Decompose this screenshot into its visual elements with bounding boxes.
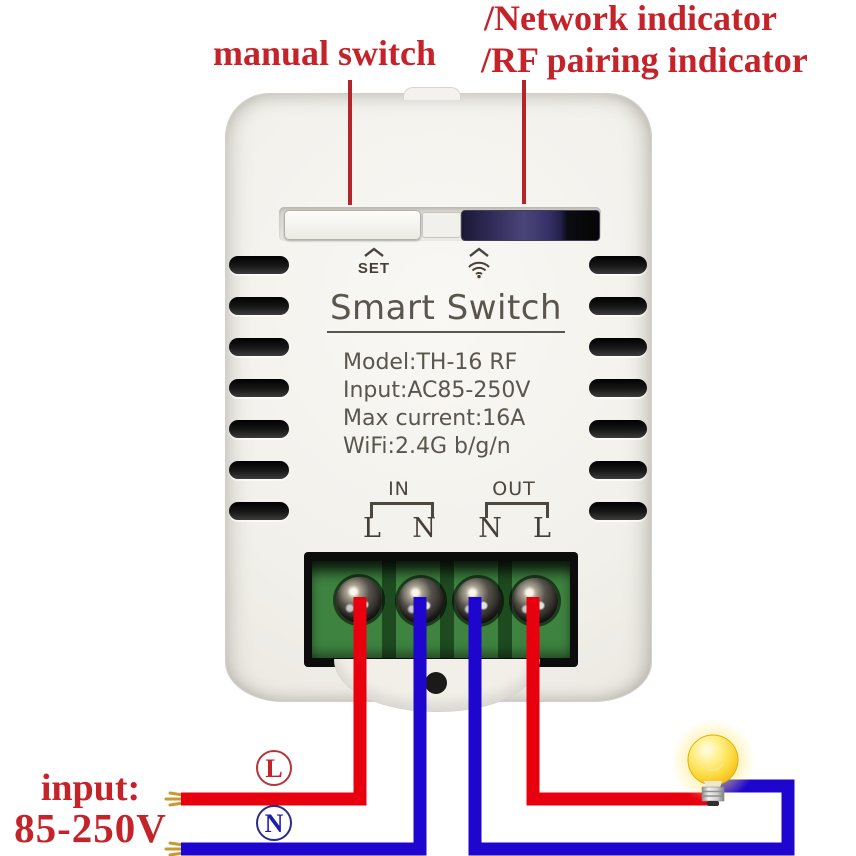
pin-out-neutral: N [478, 513, 502, 544]
in-bracket [370, 502, 434, 518]
in-label: IN [388, 478, 410, 500]
wire-input-live [181, 597, 367, 806]
bare-wire-tip [164, 791, 185, 856]
light-bulb-icon [671, 719, 755, 806]
vent-slot [229, 338, 289, 356]
vent-slot [589, 338, 647, 356]
vent-slot [589, 420, 647, 438]
live-wire-badge: L [256, 750, 292, 786]
button-divider [422, 212, 461, 238]
vent-slot [589, 502, 647, 520]
device-title: Smart Switch [286, 288, 606, 333]
spec-line-wifi: WiFi:2.4G b/g/n [343, 434, 511, 459]
network-indicator-label: /Network indicator [484, 0, 777, 38]
top-tab [403, 87, 461, 100]
pointer-line-indicator [522, 80, 526, 204]
device-specs: Model:TH-16 RF Input:AC85-250V Max curre… [343, 349, 530, 461]
pin-in-neutral: N [412, 513, 436, 544]
wire-input-neutral [181, 597, 427, 856]
vent-slot [229, 297, 289, 315]
input-voltage: 85-250V [14, 805, 167, 851]
mounting-hole [425, 672, 447, 694]
neutral-wire-badge: N [256, 805, 292, 841]
vent-slot [589, 297, 647, 315]
out-bracket [485, 502, 549, 518]
vent-slot [229, 461, 289, 479]
pin-out-live: L [533, 513, 551, 544]
live-wire-letter: L [265, 754, 283, 783]
vent-slot [589, 379, 647, 397]
neutral-wire-letter: N [264, 809, 284, 838]
wire-output-live [526, 597, 716, 806]
pointer-line-manual-switch [348, 80, 352, 205]
manual-switch-button [284, 210, 421, 240]
wifi-caret-icon [469, 247, 489, 257]
out-label: OUT [492, 478, 536, 500]
pin-in-live: L [363, 513, 381, 544]
input-word: input: [40, 767, 141, 809]
vent-slot [229, 502, 289, 520]
wifi-icon [468, 261, 490, 279]
vent-slot [229, 379, 289, 397]
spec-line-input: Input:AC85-250V [343, 378, 531, 403]
vent-slot [589, 256, 647, 274]
led-indicator-window [461, 210, 600, 241]
wire-output-neutral [468, 597, 795, 856]
spec-line-current: Max current:16A [343, 406, 526, 431]
set-caret-icon [364, 247, 384, 257]
set-button-label: SET [357, 260, 391, 277]
vent-slot [589, 461, 647, 479]
vent-slot [229, 420, 289, 438]
spec-line-model: Model:TH-16 RF [343, 350, 518, 375]
manual-switch-label: manual switch [213, 33, 437, 73]
input-voltage-label: input: 85-250V [8, 767, 173, 851]
rf-pairing-indicator-label: /RF pairing indicator [481, 40, 808, 80]
vent-slot [229, 256, 289, 274]
